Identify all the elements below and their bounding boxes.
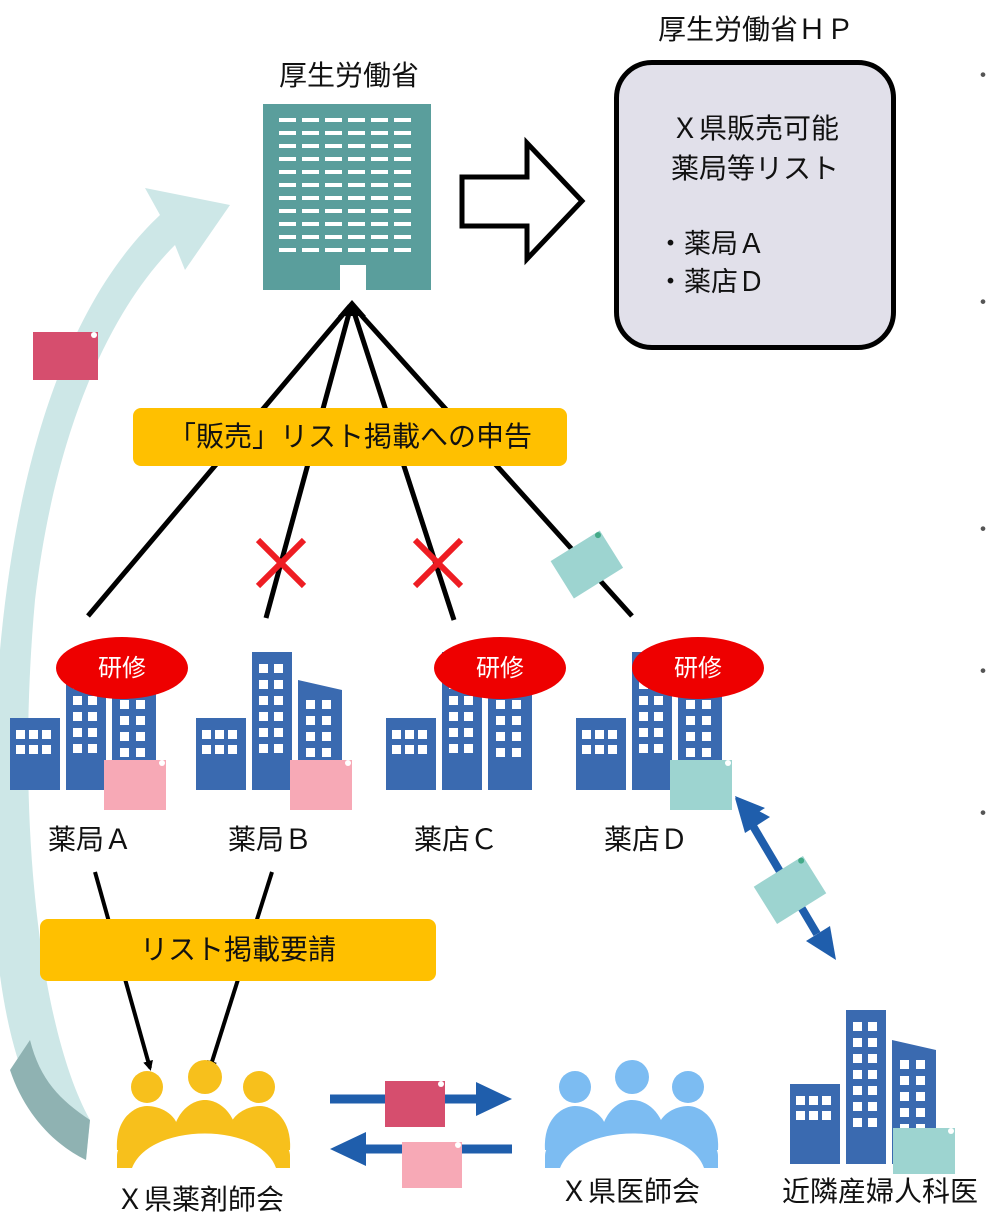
hp-title-line-1: Ｘ県販売可能	[670, 112, 839, 145]
store-document-icon	[670, 760, 732, 810]
store-label-b: 薬局Ｂ	[227, 823, 312, 856]
training-badge-label: 研修	[476, 654, 524, 682]
outline-arrow-right	[459, 136, 586, 266]
bullet-fragment: ・	[972, 518, 995, 543]
store-label-a: 薬局Ａ	[47, 823, 132, 856]
curved-flow-arrow	[0, 188, 230, 1160]
ministry-building-icon	[263, 104, 431, 290]
hp-header: 厚生労働省ＨＰ	[657, 13, 854, 46]
teal-document-icon	[550, 530, 624, 599]
hp-title-line-2: 薬局等リスト	[670, 152, 839, 185]
obgyn-label: 近隣産婦人科医	[781, 1175, 978, 1208]
curved-flow-arrow-bottom	[10, 1040, 90, 1160]
apex-arrowhead	[338, 300, 366, 316]
store-document-icon	[290, 760, 352, 810]
bullet-fragment: ・	[972, 291, 995, 316]
medical-association-label: Ｘ県医師会	[559, 1175, 700, 1208]
pharmacist-association-label: Ｘ県薬剤師会	[115, 1183, 284, 1216]
mhlw-label: 厚生労働省	[278, 59, 419, 92]
bullet-fragment: ・	[972, 660, 995, 685]
training-badge: 研修	[56, 637, 188, 699]
hp-list-item: ・薬店Ｄ	[657, 267, 765, 298]
listing-request-label: リスト掲載要請	[40, 919, 436, 981]
pharmacist-table-arc	[132, 1133, 276, 1168]
red-document-icon	[385, 1081, 445, 1127]
training-badge-label: 研修	[98, 654, 146, 682]
medical-table-arc	[560, 1133, 704, 1168]
training-badge: 研修	[434, 637, 566, 699]
obgyn-document-icon	[893, 1128, 955, 1174]
bullet-fragment: ・	[972, 64, 995, 89]
hp-list-item: ・薬局Ａ	[657, 229, 765, 260]
store-document-icon	[104, 760, 166, 810]
red-document-icon	[33, 332, 98, 380]
store-label-c: 薬店Ｃ	[413, 823, 498, 856]
store-building-icon	[386, 652, 532, 790]
store-label-d: 薬店Ｄ	[603, 823, 688, 856]
bullet-fragment: ・	[972, 802, 995, 827]
mhlw-hp-list-box: Ｘ県販売可能 薬局等リスト ・薬局Ａ ・薬店Ｄ	[614, 60, 896, 350]
not-reported-x-icon	[412, 537, 464, 589]
training-badge: 研修	[632, 637, 764, 699]
training-badge-label: 研修	[674, 654, 722, 682]
not-reported-x-icon	[255, 537, 307, 589]
teal-document-icon	[753, 855, 827, 925]
pink-document-icon	[402, 1142, 462, 1188]
report-label: 「販売」リスト掲載への申告	[133, 408, 567, 466]
